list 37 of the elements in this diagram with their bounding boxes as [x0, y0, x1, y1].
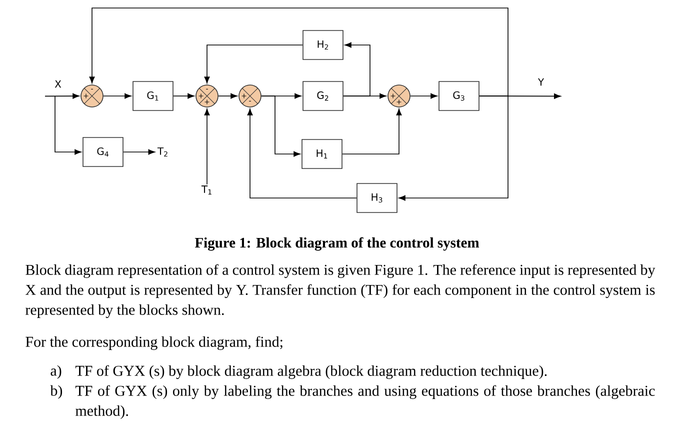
summing-junction — [238, 84, 262, 108]
signal-label: T$_{2}$ — [157, 147, 168, 157]
arrow — [410, 93, 438, 99]
arrow — [398, 96, 508, 201]
signal-label: T$_{1}$ — [201, 186, 212, 194]
arrow — [44, 93, 80, 99]
arrow — [89, 8, 508, 96]
block-box: H$_{1}$ — [302, 139, 342, 169]
arrow — [261, 96, 300, 157]
block-box: H$_{3}$ — [356, 183, 398, 213]
summing-junction — [196, 84, 218, 108]
arrow — [218, 93, 238, 99]
arrow — [173, 93, 194, 99]
arrow — [343, 42, 370, 96]
block-box: H$_{2}$ — [302, 30, 344, 60]
list-item-text: TF of GYX (s) by block diagram algebra (block diagram reduction technique). — [75, 365, 547, 379]
signal-label: Y — [538, 78, 544, 86]
list-item-text: TF of GYX (s) only by labeling the branches and using equations of those branches (algebraic method). — [75, 385, 655, 419]
signal-label: X — [54, 80, 62, 88]
arrow — [204, 44, 303, 84]
block-box: G$_{1}$ — [132, 81, 174, 111]
summing-junction — [388, 84, 410, 108]
arrow — [54, 96, 82, 155]
summing-junction — [80, 84, 104, 108]
arrow — [204, 108, 210, 185]
list-marker: a) — [50, 365, 62, 379]
arrow — [342, 108, 402, 154]
figure-caption: Figure 1: Block diagram of the control system — [194, 237, 480, 251]
arrow — [123, 149, 156, 155]
body-paragraph: For the corresponding block diagram, find; — [26, 336, 282, 350]
block-box: G$_{2}$ — [302, 81, 344, 111]
block-box: G$_{4}$ — [82, 137, 124, 167]
arrow — [247, 108, 357, 198]
block-box: G$_{3}$ — [438, 81, 480, 111]
body-paragraph: Block diagram representation of a control system is given Figure 1. The reference input is represented by X and the output is represented by Y. Transfer function (TF) for each component in the control system is represented by the blocks shown. — [26, 264, 656, 318]
arrow — [103, 93, 132, 99]
list-marker: b) — [50, 385, 62, 399]
